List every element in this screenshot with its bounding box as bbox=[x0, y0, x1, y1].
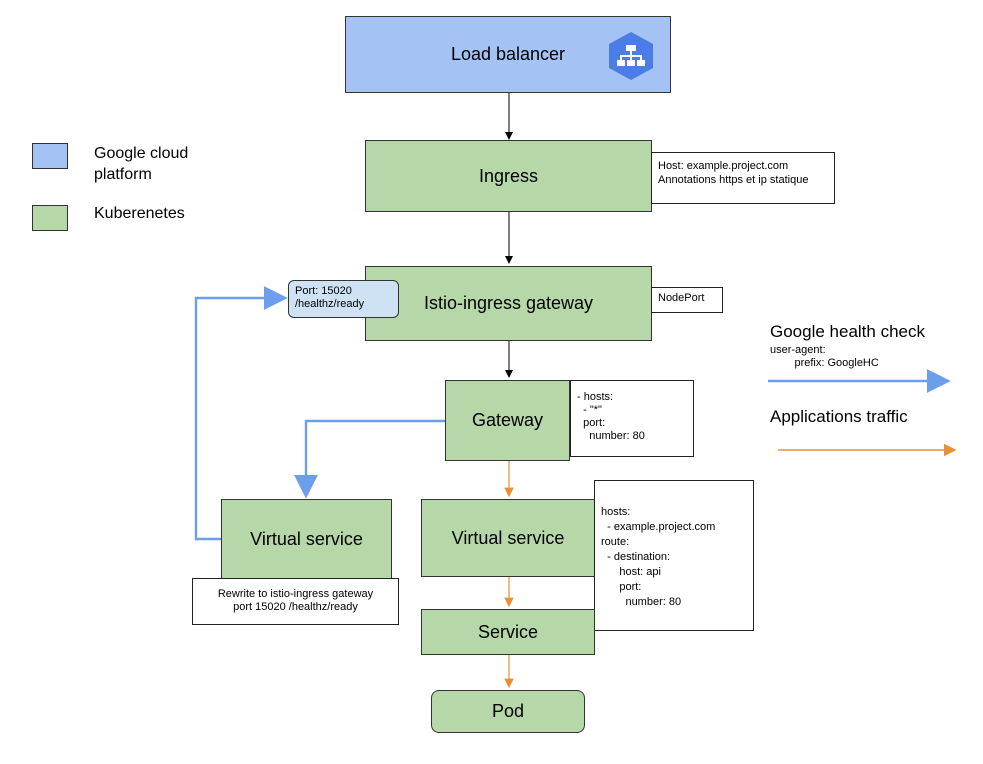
virtual-service-right-label: Virtual service bbox=[451, 527, 565, 548]
pod-node[interactable]: Pod bbox=[431, 690, 585, 733]
legend-k8s-label: Kuberenetes bbox=[94, 205, 185, 222]
virtual-service-left-node[interactable]: Virtual service bbox=[221, 499, 392, 579]
ingress-label: Ingress bbox=[478, 165, 539, 186]
arrow-gateway-vs-left bbox=[294, 419, 445, 499]
gateway-note: - hosts: - "*" port: number: 80 bbox=[570, 380, 694, 457]
virtual-service-left-label: Virtual service bbox=[250, 528, 363, 549]
service-node[interactable]: Service bbox=[421, 609, 595, 655]
load-balancer-label: Load balancer bbox=[450, 44, 566, 64]
legend-traffic-title: Applications traffic bbox=[770, 407, 908, 426]
ingress-note: Host: example.project.com Annotations ht… bbox=[651, 152, 835, 204]
istio-gateway-label: Istio-ingress gateway bbox=[423, 293, 594, 313]
istio-gateway-node[interactable]: Istio-ingress gateway bbox=[365, 266, 652, 341]
gateway-label: Gateway bbox=[471, 410, 544, 430]
service-label: Service bbox=[477, 621, 539, 642]
legend-health-title: Google health check bbox=[770, 322, 925, 341]
health-port-badge: Port: 15020 /healthz/ready bbox=[288, 280, 399, 318]
legend-gcp-label: Google cloud platform bbox=[94, 145, 189, 183]
pod-label: Pod bbox=[491, 701, 525, 721]
hexagon-sitemap-icon bbox=[605, 30, 657, 82]
virtual-service-right-node[interactable]: Virtual service bbox=[421, 499, 595, 577]
rewrite-note: Rewrite to istio-ingress gateway port 15… bbox=[192, 578, 399, 625]
load-balancer-node[interactable]: Load balancer bbox=[345, 16, 671, 93]
legend-k8s-swatch bbox=[32, 205, 68, 231]
virtual-service-right-note: hosts: - example.project.com route: - de… bbox=[594, 480, 754, 631]
nodeport-note: NodePort bbox=[651, 287, 723, 313]
arrow-vs-left-port bbox=[194, 286, 288, 541]
ingress-node[interactable]: Ingress bbox=[365, 140, 652, 212]
legend-health-sub: user-agent: prefix: GoogleHC bbox=[770, 344, 879, 369]
gateway-node[interactable]: Gateway bbox=[445, 380, 570, 461]
legend-gcp-swatch bbox=[32, 143, 68, 169]
